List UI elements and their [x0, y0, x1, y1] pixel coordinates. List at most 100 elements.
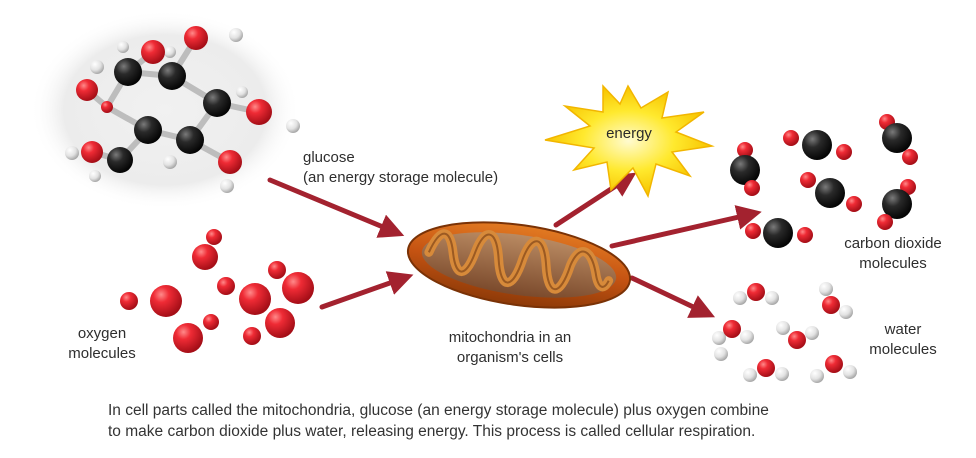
carbon-atom	[815, 178, 845, 208]
oxygen-molecules	[120, 229, 314, 353]
mitochondria-label-line2: organism's cells	[456, 349, 564, 366]
carbon-dioxide-label-line1: carbon dioxide	[844, 235, 942, 252]
hydrogen-atom	[163, 155, 177, 169]
oxygen-atom	[737, 142, 753, 158]
oxygen-atom	[217, 277, 235, 295]
glucose-label-line2: (an energy storage molecule)	[303, 169, 499, 186]
oxygen-label: oxygen molecules	[42, 324, 162, 364]
hydrogen-atom	[819, 282, 833, 296]
oxygen-atom	[173, 323, 203, 353]
oxygen-atom	[265, 308, 295, 338]
glucose-label-line1: glucose	[303, 149, 355, 166]
oxygen-atom	[836, 144, 852, 160]
oxygen-atom	[218, 150, 242, 174]
caption-line2: to make carbon dioxide plus water, relea…	[108, 423, 756, 440]
carbon-atom	[802, 130, 832, 160]
hydrogen-atom	[843, 365, 857, 379]
oxygen-atom	[192, 244, 218, 270]
carbon-atom	[114, 58, 142, 86]
carbon-atom	[176, 126, 204, 154]
arrow-mito-to-energy	[553, 172, 637, 228]
oxygen-atom	[184, 26, 208, 50]
oxygen-atom	[825, 355, 843, 373]
reaction-arrows	[267, 172, 762, 318]
caption: In cell parts called the mitochondria, g…	[108, 400, 948, 442]
oxygen-atom	[745, 223, 761, 239]
hydrogen-atom	[117, 41, 129, 53]
glucose-label: glucose (an energy storage molecule)	[303, 148, 498, 188]
hydrogen-atom	[765, 291, 779, 305]
water-label: water molecules	[853, 320, 953, 360]
oxygen-atom	[120, 292, 138, 310]
oxygen-atom	[797, 227, 813, 243]
carbon-atom	[763, 218, 793, 248]
energy-label: energy	[606, 125, 652, 142]
oxygen-label-line2: molecules	[68, 345, 136, 362]
water-label-line2: molecules	[869, 341, 937, 358]
hydrogen-atom	[236, 86, 248, 98]
oxygen-atom	[744, 180, 760, 196]
hydrogen-atom	[89, 170, 101, 182]
carbon-atom	[158, 62, 186, 90]
oxygen-atom	[800, 172, 816, 188]
hydrogen-atom	[805, 326, 819, 340]
oxygen-atom	[723, 320, 741, 338]
glucose-molecule	[65, 26, 300, 193]
oxygen-atom	[150, 285, 182, 317]
hydrogen-atom	[65, 146, 79, 160]
oxygen-atom	[268, 261, 286, 279]
oxygen-atom	[788, 331, 806, 349]
oxygen-atom	[141, 40, 165, 64]
carbon-atom	[203, 89, 231, 117]
oxygen-atom	[76, 79, 98, 101]
carbon-atom	[882, 189, 912, 219]
oxygen-atom	[877, 214, 893, 230]
oxygen-atom	[747, 283, 765, 301]
mitochondria-label-line1: mitochondria in an	[448, 329, 572, 346]
oxygen-atom	[282, 272, 314, 304]
carbon-dioxide-label-line2: molecules	[859, 255, 927, 272]
hydrogen-atom	[220, 179, 234, 193]
arrow-oxygen-to-mito	[319, 271, 414, 310]
carbon-dioxide-molecules	[730, 114, 918, 248]
carbon-atom	[107, 147, 133, 173]
carbon-atom	[101, 101, 113, 113]
carbon-atom	[134, 116, 162, 144]
arrow-glucose-to-mito	[267, 177, 405, 238]
hydrogen-atom	[775, 367, 789, 381]
hydrogen-atom	[810, 369, 824, 383]
oxygen-label-line1: oxygen	[77, 325, 127, 342]
arrow-mito-to-co2	[609, 205, 762, 249]
energy-burst	[544, 84, 715, 199]
oxygen-atom	[206, 229, 222, 245]
oxygen-atom	[239, 283, 271, 315]
hydrogen-atom	[164, 46, 176, 58]
hydrogen-atom	[712, 331, 726, 345]
oxygen-atom	[203, 314, 219, 330]
arrow-mito-to-water	[629, 275, 716, 318]
hydrogen-atom	[743, 368, 757, 382]
hydrogen-atom	[733, 291, 747, 305]
oxygen-atom	[757, 359, 775, 377]
oxygen-atom	[243, 327, 261, 345]
hydrogen-atom	[90, 60, 104, 74]
oxygen-atom	[822, 296, 840, 314]
oxygen-atom	[902, 149, 918, 165]
carbon-dioxide-label: carbon dioxide molecules	[833, 234, 953, 274]
hydrogen-atom	[229, 28, 243, 42]
oxygen-atom	[246, 99, 272, 125]
hydrogen-atom	[286, 119, 300, 133]
mitochondrion	[406, 221, 632, 309]
carbon-atom	[882, 123, 912, 153]
oxygen-atom	[81, 141, 103, 163]
hydrogen-atom	[740, 330, 754, 344]
hydrogen-atom	[776, 321, 790, 335]
oxygen-atom	[783, 130, 799, 146]
carbon-atom	[730, 155, 760, 185]
mitochondria-label: mitochondria in an organism's cells	[430, 328, 590, 368]
water-label-line1: water	[884, 321, 922, 338]
hydrogen-atom	[714, 347, 728, 361]
oxygen-atom	[846, 196, 862, 212]
